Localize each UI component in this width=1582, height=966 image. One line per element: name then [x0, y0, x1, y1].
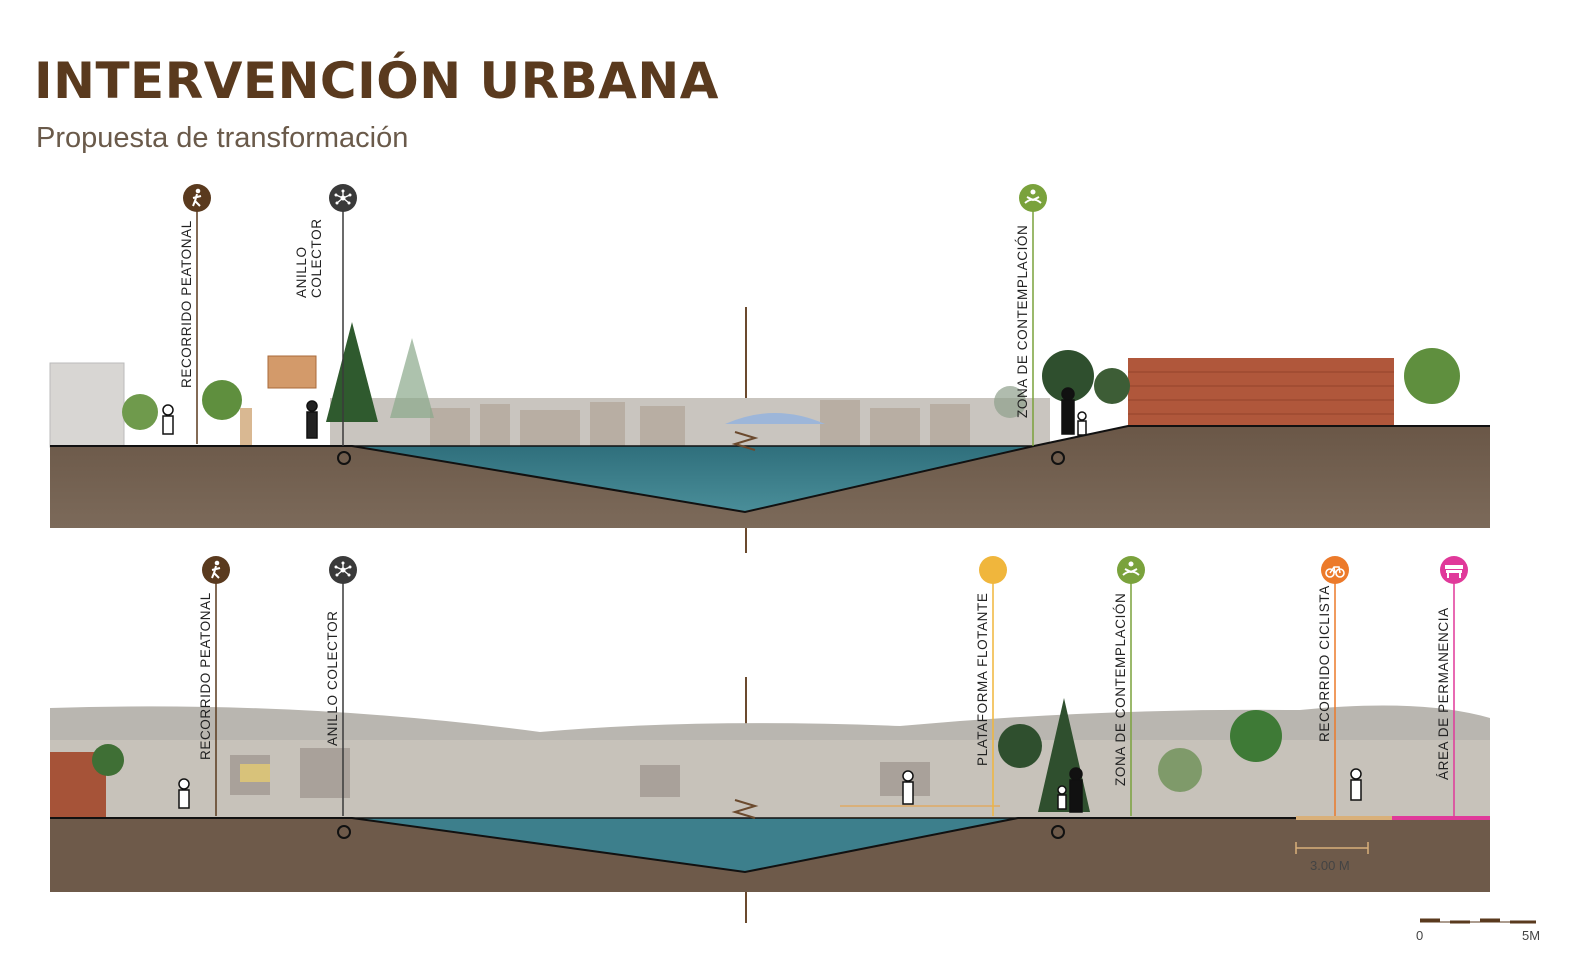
people	[178, 767, 1362, 813]
marker-label: ZONA DE CONTEMPLACIÓN	[1113, 593, 1128, 786]
top-marker-recorrido-peatonal: RECORRIDO PEATONAL	[179, 184, 211, 444]
city-backdrop	[50, 705, 1490, 818]
scale-bar: 0 5M	[1416, 918, 1540, 943]
dimension-label: 3.00 M	[1310, 858, 1350, 873]
bottom-marker-anillo-colector: ANILLO COLECTOR	[325, 556, 357, 816]
page-subtitle: Propuesta de transformación	[36, 122, 409, 154]
people	[162, 387, 1087, 439]
marker-label: RECORRIDO PEATONAL	[198, 592, 213, 760]
meditation-icon	[1019, 184, 1047, 212]
collector-pipe	[337, 825, 351, 839]
ground-line	[50, 425, 1490, 514]
city-backdrop	[330, 398, 1050, 446]
building-left	[49, 362, 125, 448]
marker-label: ANILLO COLECTOR	[325, 610, 340, 746]
marker-label: COLECTOR	[309, 218, 324, 298]
scale-end-label: 5M	[1522, 928, 1540, 943]
bottom-marker-plataforma-flotante: PLATAFORMA FLOTANTE	[975, 556, 1007, 816]
marker-label: ANILLO	[294, 246, 309, 298]
marker-label: RECORRIDO PEATONAL	[179, 220, 194, 388]
river-water	[352, 446, 1034, 512]
top-marker-zona-contemplacion: ZONA DE CONTEMPLACIÓN	[1015, 184, 1047, 446]
bottom-marker-recorrido-ciclista: RECORRIDO CICLISTA	[1317, 556, 1349, 816]
bottom-marker-recorrido-peatonal: RECORRIDO PEATONAL	[198, 556, 230, 816]
soil	[50, 818, 1490, 892]
ground-line	[50, 817, 1490, 874]
sign-board	[240, 355, 317, 446]
dimension-line	[1295, 842, 1369, 854]
marker-label: RECORRIDO CICLISTA	[1317, 585, 1332, 742]
collector-pipe	[1051, 451, 1065, 465]
collector-pipe	[1051, 825, 1065, 839]
bottom-marker-zona-contemplacion: ZONA DE CONTEMPLACIÓN	[1113, 556, 1145, 816]
brick-wall	[1128, 358, 1394, 426]
soil	[50, 426, 1490, 528]
section-bottom-proposal: 3.00 M RECORRIDO PEATONAL ANILLO COLECTOR…	[50, 556, 1490, 892]
page-title: INTERVENCIÓN URBANA	[34, 52, 719, 110]
river-water	[352, 818, 1018, 872]
marker-label: ZONA DE CONTEMPLACIÓN	[1015, 225, 1030, 418]
marker-label: ÁREA DE PERMANENCIA	[1436, 607, 1451, 780]
trees	[122, 322, 1460, 430]
bottom-marker-area-permanencia: ÁREA DE PERMANENCIA	[1436, 556, 1468, 816]
meditation-icon	[1117, 556, 1145, 584]
circle-icon	[979, 556, 1007, 584]
marker-label: PLATAFORMA FLOTANTE	[975, 593, 990, 766]
scale-start-label: 0	[1416, 928, 1423, 943]
collector-pipe	[337, 451, 351, 465]
